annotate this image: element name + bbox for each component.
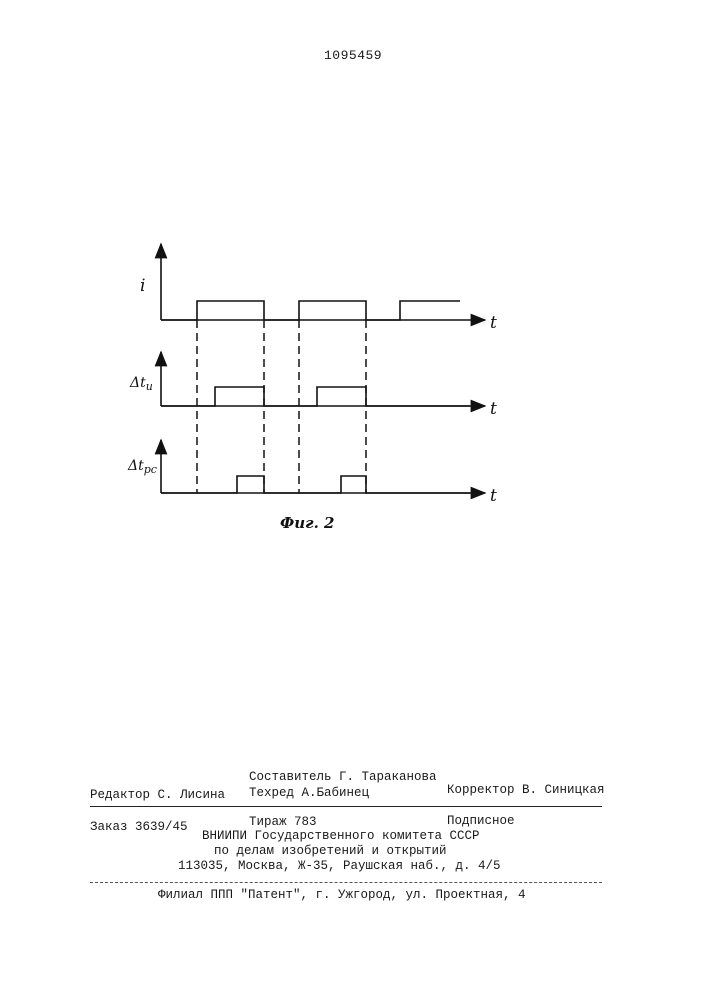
t-label-2: t: [490, 399, 497, 419]
institute-address: 113035, Москва, Ж-35, Раушская наб., д. …: [178, 859, 501, 873]
waveform-dt-i: [161, 387, 470, 406]
imprint-rule-bottom: [90, 882, 602, 883]
trace-i: [161, 244, 485, 320]
branch-line: Филиал ППП "Патент", г. Ужгород, ул. Про…: [158, 888, 526, 902]
circulation-line: Тираж 783: [249, 815, 317, 829]
compiler-line: Составитель Г. Тараканова: [249, 770, 437, 784]
label-i: i: [140, 276, 145, 296]
imprint-rule-top: [90, 806, 602, 807]
trace-dt-i: [161, 352, 485, 406]
institute-line-1: ВНИИПИ Государственного комитета СССР: [202, 829, 480, 843]
subscription-line: Подписное: [447, 814, 515, 828]
label-dt-rs: Δtрс: [127, 458, 157, 476]
label-dt-i: Δtи: [129, 375, 153, 393]
t-label-3: t: [490, 486, 497, 506]
figure-caption: Фиг. 2: [280, 514, 334, 532]
trace-dt-rs: [161, 440, 485, 493]
t-label-1: t: [490, 313, 497, 333]
order-line: Заказ 3639/45: [90, 820, 188, 834]
institute-line-2: по делам изобретений и открытий: [214, 844, 447, 858]
editor-line: Редактор С. Лисина: [90, 788, 225, 802]
tech-editor-line: Техред А.Бабинец: [249, 786, 369, 800]
waveform-dt-rs: [161, 476, 470, 493]
waveform-i: [161, 301, 460, 320]
corrector-line: Корректор В. Синицкая: [447, 783, 605, 797]
